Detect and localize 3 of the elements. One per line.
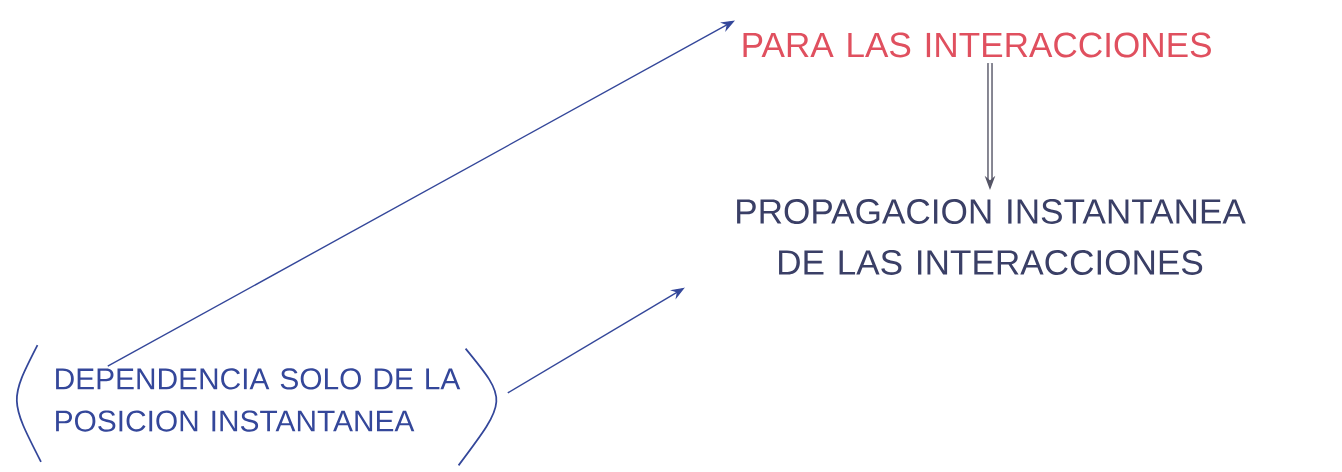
statement-text: PROPAGACION INSTANTANEA DE LAS INTERACCIONES (737, 199, 1246, 275)
note-text: DEPENDENCIA SOLO DE LA POSICION INSTANTANEA (56, 368, 461, 432)
heading-text: PARA LAS INTERACCIONES (743, 32, 1211, 58)
